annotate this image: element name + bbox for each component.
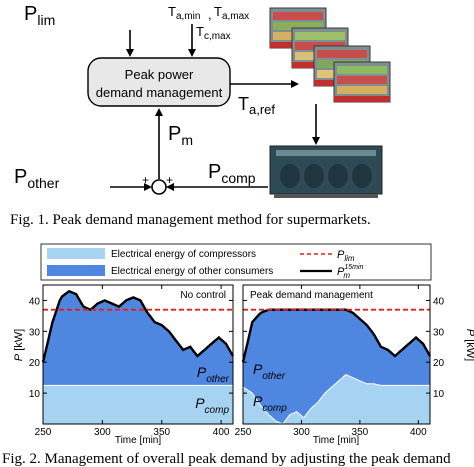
x-axis-label-right: Time [min] bbox=[313, 435, 360, 446]
panel-title-right: Peak demand management bbox=[250, 290, 373, 301]
plus-sign-right: + bbox=[166, 173, 173, 187]
plot-frame-right bbox=[242, 284, 431, 425]
legend-swatch-compressors bbox=[47, 248, 105, 259]
area-other-consumers-right bbox=[243, 309, 430, 424]
display-cases-image bbox=[269, 7, 391, 103]
fig2-legend: Electrical energy of compressors Electri… bbox=[40, 243, 432, 281]
box-label-line1: Peak power bbox=[125, 67, 194, 82]
y-tick-label-right: 30 bbox=[433, 327, 445, 338]
area-label-p-other-left: Pother bbox=[197, 364, 230, 385]
peak-demand-management-box bbox=[87, 57, 231, 107]
plot-frame-left bbox=[42, 284, 234, 425]
x-axis-label-left: Time [min] bbox=[115, 435, 162, 446]
summing-junction bbox=[151, 179, 167, 195]
y-tick-label-right: 10 bbox=[433, 389, 445, 400]
t-c-max-label: Tc,max bbox=[196, 24, 231, 42]
t-a-ref-label: Ta,ref bbox=[238, 94, 275, 117]
box-label-line2: demand management bbox=[96, 85, 223, 100]
compressor-boundary-right bbox=[242, 374, 430, 425]
area-label-p-comp-right: Pcomp bbox=[253, 393, 287, 414]
y-tick-label-left: 40 bbox=[29, 296, 41, 307]
compressor-rack-image bbox=[269, 145, 383, 198]
chart-panel-peak-management: 250 300 350 400 10 20 30 40 Peak demand manageme… bbox=[235, 284, 445, 438]
y-axis-label-left: P [kW] bbox=[13, 329, 25, 361]
p-m-label: Pm bbox=[168, 123, 193, 148]
y-tick-label-right: 40 bbox=[433, 296, 445, 307]
y-tick-label-left: 30 bbox=[29, 327, 41, 338]
x-tick-label-right: 400 bbox=[410, 427, 427, 438]
fig1-diagram: Plim Ta,min , Ta,max Tc,max Peak power d… bbox=[14, 3, 391, 198]
x-tick-label-right: 250 bbox=[235, 427, 252, 438]
x-tick-label-left: 300 bbox=[94, 427, 111, 438]
y-axis-label-right: P [kW] bbox=[464, 329, 474, 361]
legend-label-p-lim: Plim bbox=[337, 249, 355, 263]
line-p-m-left bbox=[41, 289, 235, 363]
x-tick-label-left: 400 bbox=[213, 427, 230, 438]
svg-text:,: , bbox=[208, 7, 212, 22]
fig2-caption: Fig. 2. Management of overall peak deman… bbox=[2, 451, 451, 467]
y-tick-label-left: 10 bbox=[29, 389, 41, 400]
p-lim-label: Plim bbox=[24, 3, 55, 28]
area-label-p-other-right: Pother bbox=[253, 361, 286, 382]
t-a-min-label: Ta,min bbox=[168, 4, 200, 22]
legend-box bbox=[40, 243, 432, 281]
area-compressors-left bbox=[43, 385, 233, 424]
y-tick-label-left: 20 bbox=[29, 358, 41, 369]
legend-label-others: Electrical energy of other consumers bbox=[111, 266, 273, 277]
y-tick-label-right: 20 bbox=[433, 358, 445, 369]
t-a-max-label: Ta,max bbox=[214, 4, 249, 22]
area-other-consumers-left bbox=[43, 291, 233, 386]
chart-panel-no-control: 250 300 350 400 10 20 30 40 No controlPotherPcom… bbox=[29, 284, 235, 438]
panel-title-left: No control bbox=[180, 290, 226, 301]
plus-sign-left: + bbox=[142, 173, 149, 187]
area-label-p-comp-left: Pcomp bbox=[195, 395, 229, 416]
fig1-caption: Fig. 1. Peak demand management method fo… bbox=[10, 212, 371, 228]
legend-swatch-others bbox=[47, 265, 105, 276]
x-tick-label-left: 350 bbox=[153, 427, 170, 438]
x-tick-label-left: 250 bbox=[35, 427, 52, 438]
area-compressors-right bbox=[243, 374, 430, 424]
line-p-m-right bbox=[241, 308, 432, 363]
x-tick-label-right: 350 bbox=[352, 427, 369, 438]
legend-label-compressors: Electrical energy of compressors bbox=[111, 249, 256, 260]
x-tick-label-right: 300 bbox=[293, 427, 310, 438]
p-comp-label: Pcomp bbox=[208, 161, 256, 186]
p-other-label: Pother bbox=[14, 166, 60, 191]
